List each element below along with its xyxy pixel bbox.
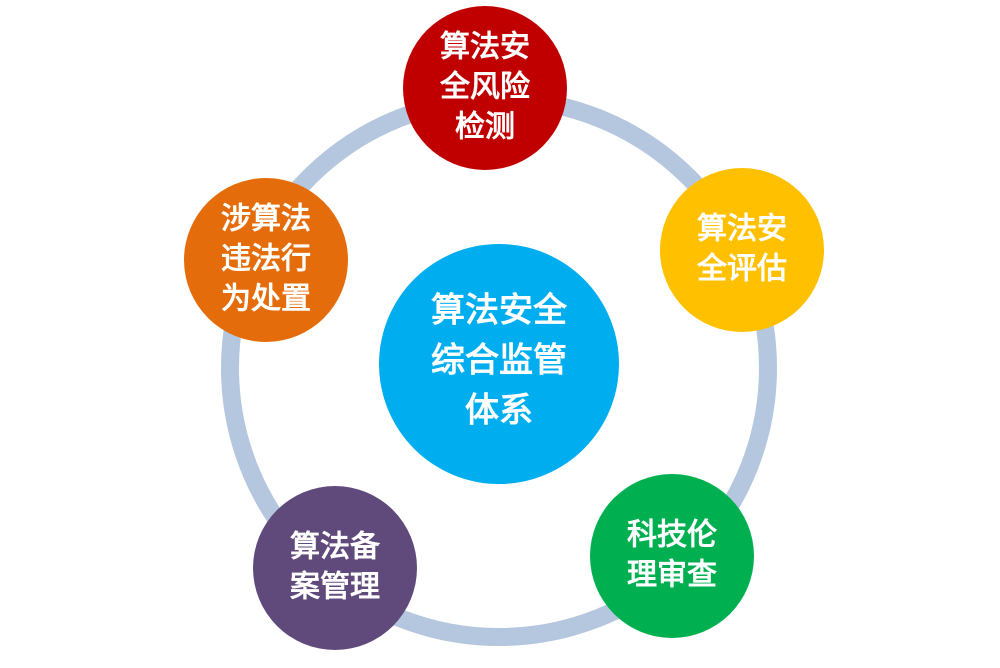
risk-detection-label-line-1: 算法安 bbox=[440, 30, 530, 65]
ethics-review-label-line-2: 理审查 bbox=[627, 558, 717, 593]
violation-handling-label-line-2: 违法行 bbox=[221, 242, 311, 277]
filing-management-label-line-2: 案管理 bbox=[290, 570, 380, 605]
violation-handling-label-line-1: 涉算法 bbox=[221, 202, 311, 237]
risk-detection-label-line-2: 全风险 bbox=[439, 70, 531, 105]
ethics-review-label-line-1: 科技伦 bbox=[627, 518, 718, 553]
security-assessment-label-line-1: 算法安 bbox=[697, 212, 787, 247]
security-assessment-circle bbox=[660, 168, 824, 332]
risk-detection-circle bbox=[403, 6, 567, 170]
ethics-review-circle bbox=[590, 474, 754, 638]
center-title-line-2: 综合监管 bbox=[431, 341, 567, 381]
risk-detection-label-line-3: 检测 bbox=[455, 110, 515, 145]
security-assessment-label-line-2: 全评估 bbox=[696, 252, 787, 287]
violation-handling-circle bbox=[184, 178, 348, 342]
filing-management-label-line-1: 算法备 bbox=[290, 530, 381, 565]
violation-handling-label-line-3: 为处置 bbox=[221, 282, 311, 317]
center-circle: 算法安全 综合监管 体系 bbox=[379, 244, 619, 484]
filing-management-circle bbox=[253, 486, 417, 650]
center-title-line-1: 算法安全 bbox=[431, 291, 568, 331]
center-title-line-3: 体系 bbox=[465, 391, 533, 431]
